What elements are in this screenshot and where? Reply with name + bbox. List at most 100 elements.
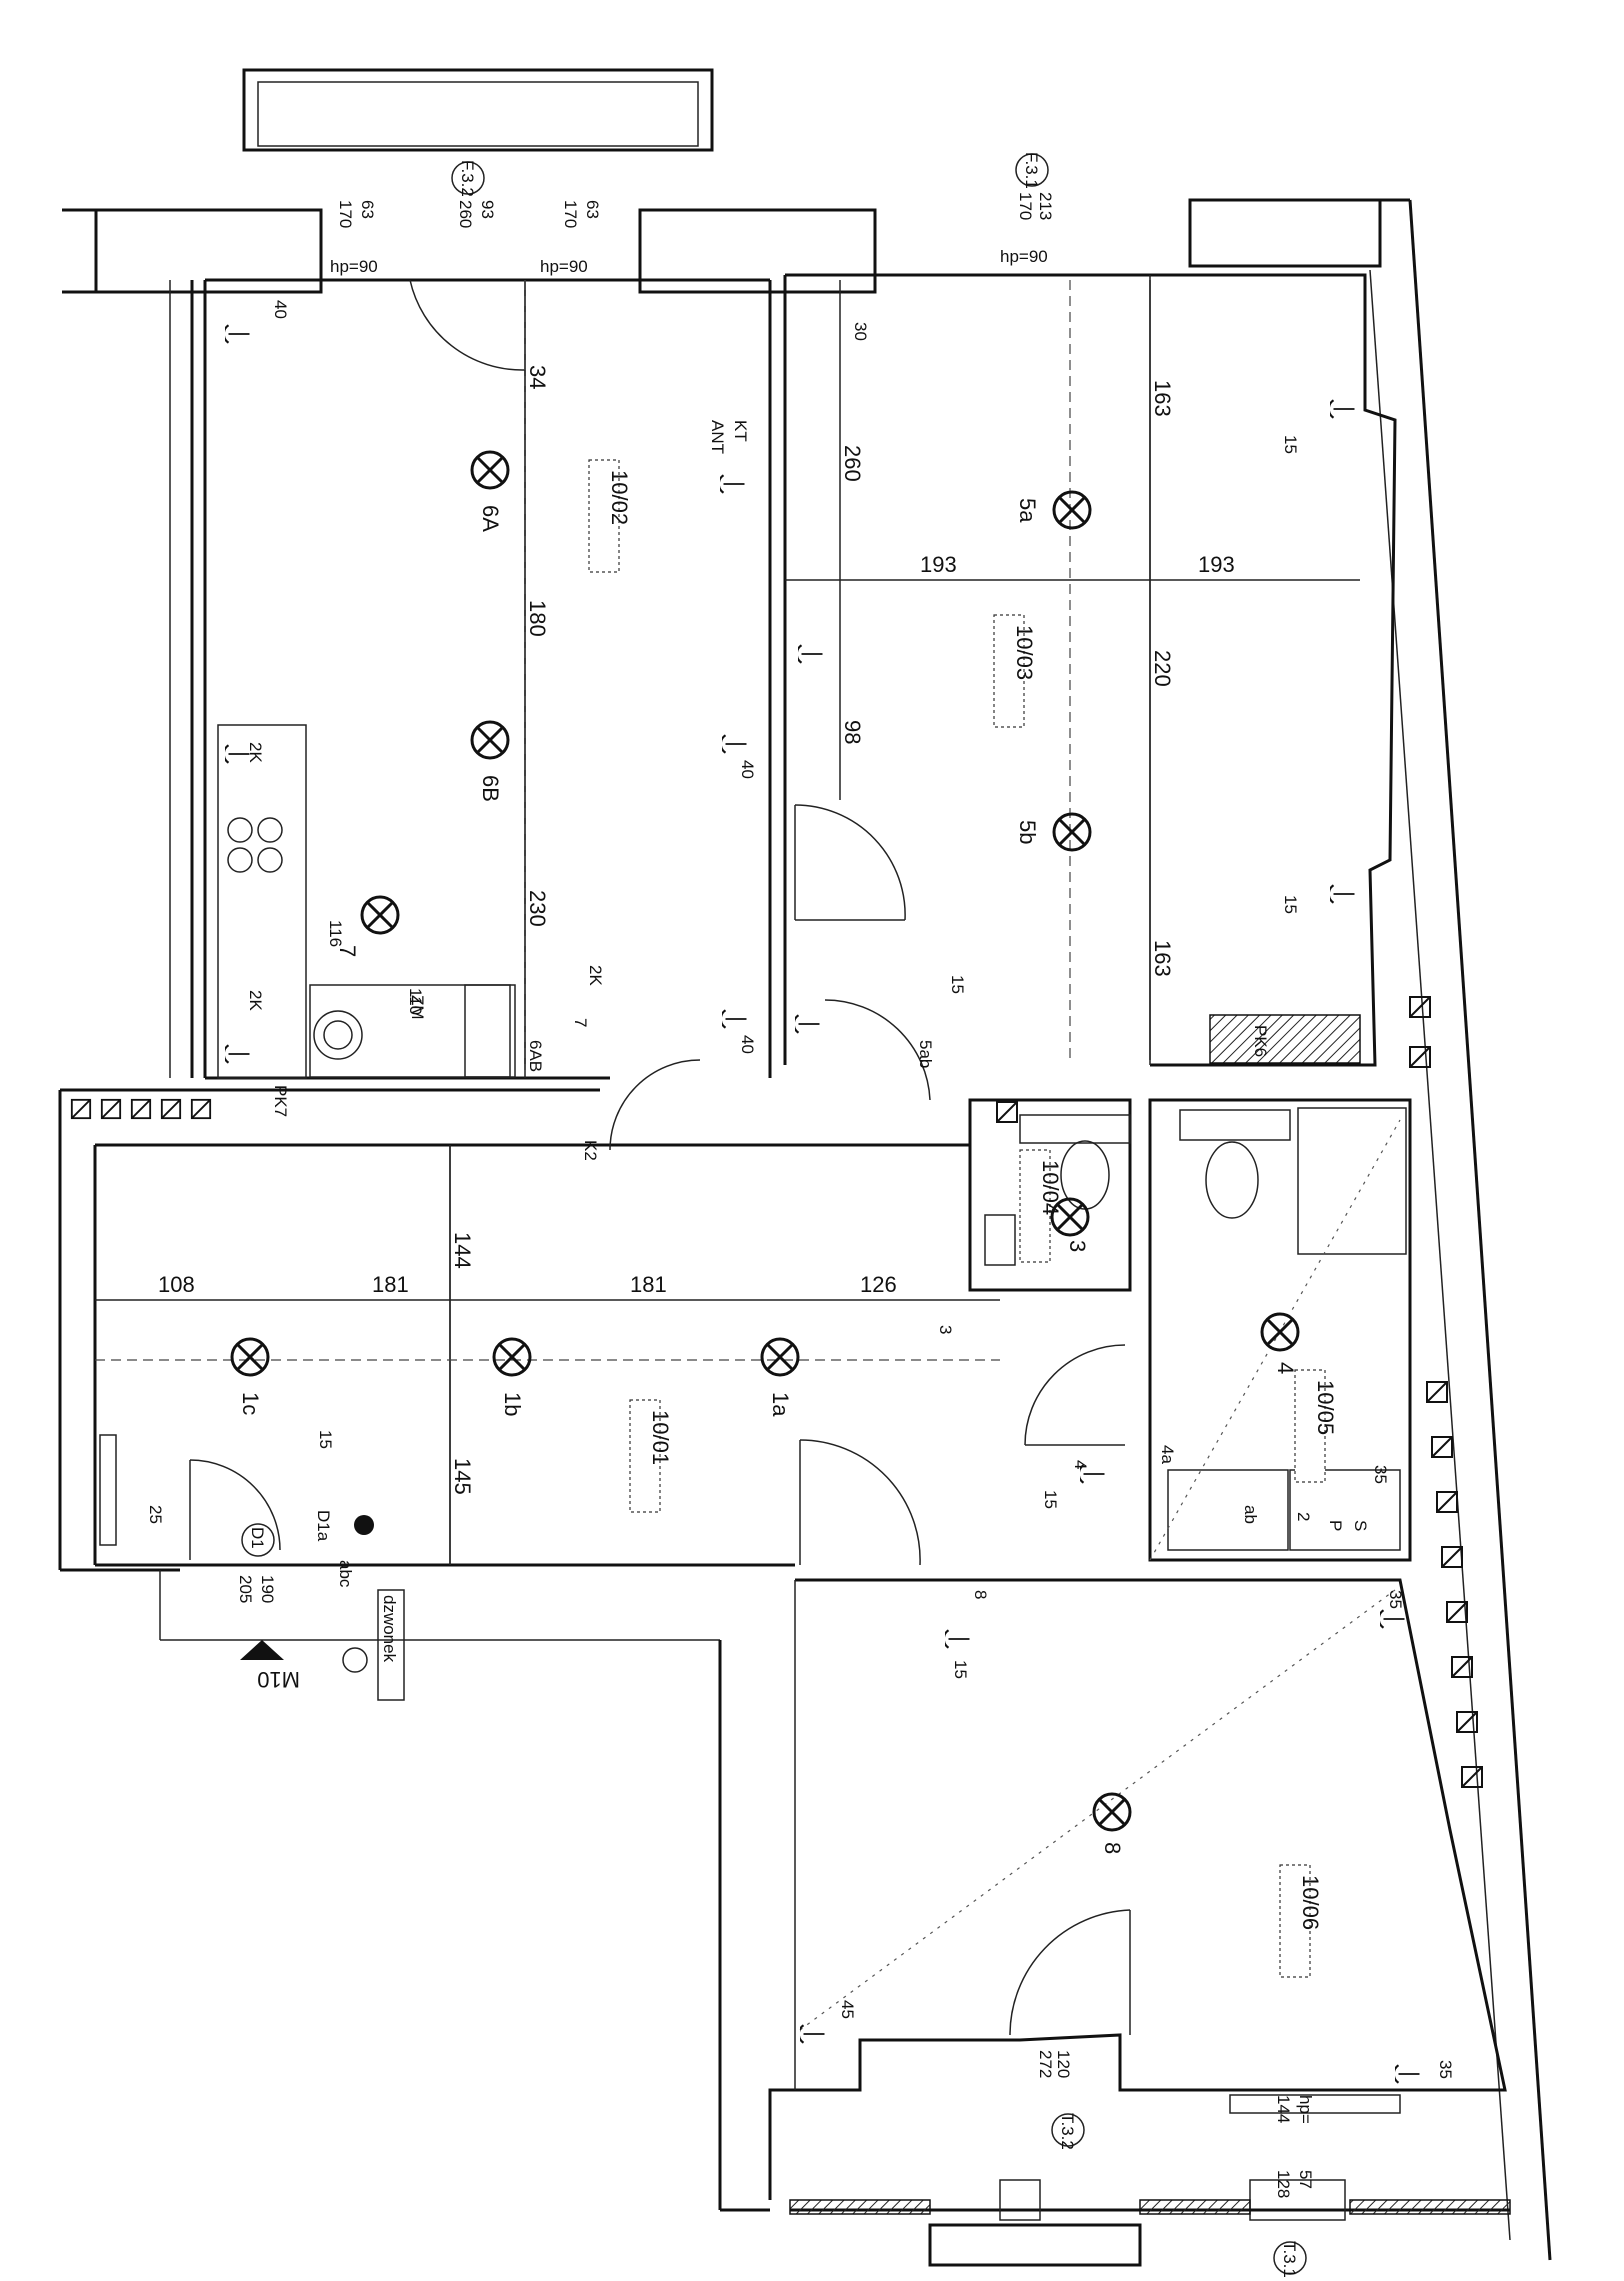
dimension-texts: 108 181 181 126 144 145 34 180 230 193 1… xyxy=(158,365,1235,1495)
light-label-1c: 1c xyxy=(238,1392,263,1415)
dim-bed1-vl2: 98 xyxy=(840,720,865,744)
height-label: 15 xyxy=(1041,1490,1060,1509)
label-P: P xyxy=(1326,1520,1345,1531)
dim-bed1-h2: 193 xyxy=(1198,552,1235,577)
room-label-bath: 10/05 xyxy=(1313,1380,1338,1435)
balcony-door-spec: 144 xyxy=(1274,2095,1293,2123)
label-K2: K2 xyxy=(581,1140,600,1161)
room-label-kitchen: 10/02 xyxy=(607,470,632,525)
height-label: 15 xyxy=(1281,895,1300,914)
window2-spec: 170 xyxy=(1016,192,1035,220)
light-label-5b: 5b xyxy=(1015,820,1040,844)
room-label-bed1: 10/03 xyxy=(1012,625,1037,680)
entry-door-spec: 205 xyxy=(236,1575,255,1603)
window-tag-2: F.3.1 xyxy=(1022,152,1041,189)
height-label: 15 xyxy=(316,1430,335,1449)
room-bed1 xyxy=(783,273,1397,1067)
window2-spec: 213 xyxy=(1036,192,1055,220)
lamp-1a xyxy=(760,1337,800,1377)
light-label-8: 8 xyxy=(1100,1842,1125,1854)
lamp-6A xyxy=(470,450,510,490)
dim-bed1-vr2: 220 xyxy=(1150,650,1175,687)
dim-bed1-h1: 193 xyxy=(920,552,957,577)
lamp-6B xyxy=(470,720,510,760)
label-3: 3 xyxy=(936,1325,955,1334)
height-label: 40 xyxy=(738,760,757,779)
dim-bed1-vr1: 163 xyxy=(1150,380,1175,417)
window1-spec: 93 xyxy=(478,200,497,219)
room-wc xyxy=(968,1098,1132,1446)
label-pk6: PK6 xyxy=(1251,1025,1270,1057)
door-bed2-spec: 272 xyxy=(1036,2050,1055,2078)
balcony-door-spec: hp= xyxy=(1296,2095,1315,2124)
label-4: 4 xyxy=(1071,1460,1090,1469)
light-label-1a: 1a xyxy=(768,1392,793,1417)
label-abc: abc xyxy=(336,1560,355,1588)
dim-living-2: 181 xyxy=(372,1272,409,1297)
light-label-1b: 1b xyxy=(500,1392,525,1416)
light-label-4: 4 xyxy=(1273,1362,1298,1374)
dim-bed1-vl1: 260 xyxy=(840,445,865,482)
room-label-wc: 10/04 xyxy=(1038,1160,1063,1215)
room-kitchen xyxy=(203,278,772,1080)
dim-living-4: 126 xyxy=(860,1272,897,1297)
lamp-5b xyxy=(1052,812,1092,852)
label-socket-2: 2 xyxy=(1294,1512,1313,1521)
label-zm: ZM xyxy=(408,995,427,1020)
entry-door-spec: 190 xyxy=(258,1575,277,1603)
height-label: 15 xyxy=(951,1660,970,1679)
room-label-bed2: 10/06 xyxy=(1298,1875,1323,1930)
lamp-1c xyxy=(230,1337,270,1377)
height-label: 116 xyxy=(326,920,345,947)
window1-spec: hp=90 xyxy=(540,257,588,276)
label-6AB: 6AB xyxy=(526,1040,545,1072)
room-bed2 xyxy=(768,1578,1507,2200)
window1-spec: 170 xyxy=(561,200,580,228)
height-label: 25 xyxy=(146,1505,165,1524)
window1-spec: 63 xyxy=(358,200,377,219)
dim-kitchen-v1: 34 xyxy=(525,365,550,389)
lamp-1b xyxy=(492,1337,532,1377)
window1-spec: 260 xyxy=(456,200,475,228)
lamp-5a xyxy=(1052,490,1092,530)
dim-living-1: 108 xyxy=(158,1272,195,1297)
label-ab: ab xyxy=(1241,1505,1260,1524)
door-bed2-spec: 120 xyxy=(1054,2050,1073,2078)
light-label-5a: 5a xyxy=(1015,498,1040,523)
door-tag-bed2: T.3.2 xyxy=(1058,2113,1077,2150)
entrance-marker: M10 dzwonek D1a xyxy=(240,1510,405,1701)
dim-bed1-vr3: 163 xyxy=(1150,940,1175,977)
room-bath xyxy=(1148,1098,1412,1562)
window1-spec: 63 xyxy=(583,200,602,219)
height-label: 40 xyxy=(738,1035,757,1054)
label-2K: 2K xyxy=(586,965,605,986)
height-label: 40 xyxy=(271,300,290,319)
lamp-7 xyxy=(360,895,400,935)
dim-living-v1: 144 xyxy=(450,1232,475,1269)
sockets xyxy=(225,324,1421,2084)
height-label: 35 xyxy=(1436,2060,1455,2079)
symbol-labels: 2K 2K 2K ANT KT PK7 PK6 ZM 6AB 5ab 4a 3 … xyxy=(246,420,1370,1599)
label-S: S xyxy=(1351,1520,1370,1531)
label-7: 7 xyxy=(571,1018,590,1027)
height-label: 15 xyxy=(1281,435,1300,454)
entry-tag: D1 xyxy=(248,1527,267,1549)
dimension-lines xyxy=(95,280,1360,1565)
label-kt: KT xyxy=(731,420,750,442)
height-labels: 40 30 40 40 15 15 15 15 15 15 25 35 35 4… xyxy=(146,300,1455,2079)
label-8: 8 xyxy=(971,1590,990,1599)
light-label-6B: 6B xyxy=(478,775,503,802)
room-label-living: 10/01 xyxy=(648,1410,673,1465)
window2-spec: hp=90 xyxy=(1000,247,1048,266)
exterior-walls xyxy=(58,198,1552,2261)
light-label-7: 7 xyxy=(335,945,360,957)
dim-kitchen-v3: 230 xyxy=(525,890,550,927)
label-2K: 2K xyxy=(246,742,265,763)
dim-living-v2: 145 xyxy=(450,1458,475,1495)
stair-tag: M10 xyxy=(257,1667,300,1692)
label-ant: ANT xyxy=(708,420,727,454)
intercom-label: D1a xyxy=(314,1510,333,1542)
room-living xyxy=(93,999,970,1567)
window1-spec: hp=90 xyxy=(330,257,378,276)
label-5ab: 5ab xyxy=(916,1040,935,1068)
